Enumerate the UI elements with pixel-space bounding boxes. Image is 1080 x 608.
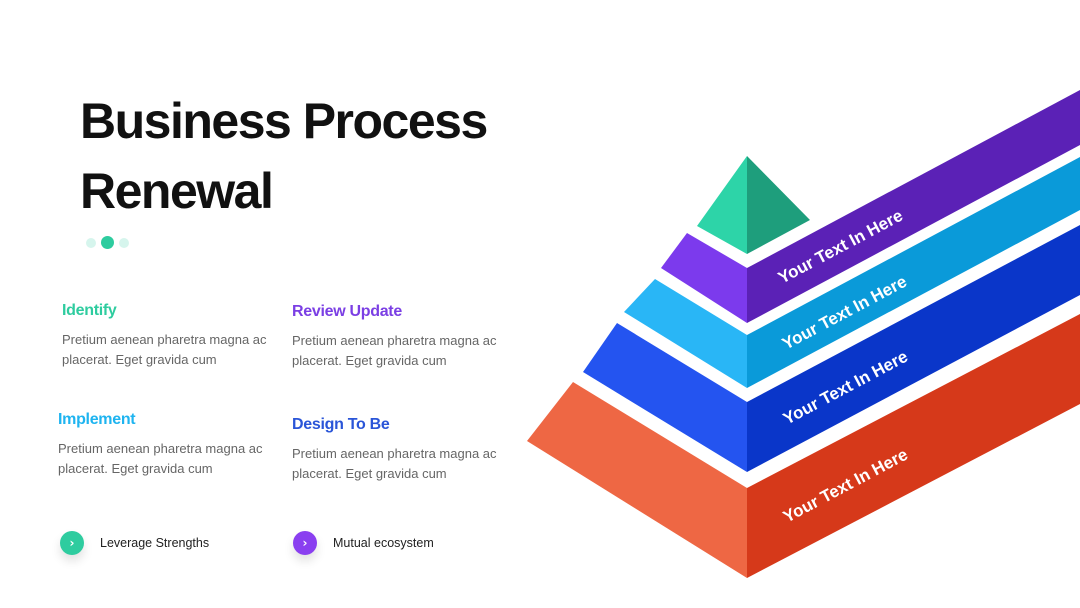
bullet-mutual-ecosystem: › Mutual ecosystem	[293, 531, 434, 555]
pyramid-cap-left	[697, 156, 747, 254]
pyramid-layer-4-front	[527, 382, 747, 578]
bullet-label: Leverage Strengths	[100, 536, 210, 550]
dot	[119, 237, 129, 248]
pagination-dots	[86, 236, 129, 249]
pyramid-cap-right	[747, 156, 810, 254]
item-design-to-be: Design To Be Pretium aenean pharetra mag…	[292, 416, 507, 484]
bullet-leverage-strengths: › Leverage Strengths	[60, 531, 209, 555]
item-title: Implement	[58, 411, 136, 428]
pyramid-layer-3-front	[583, 323, 747, 472]
pyramid-layer-2-side	[747, 157, 1080, 388]
item-text: Pretium aenean pharetra magna ac placera…	[292, 446, 497, 481]
title-line-2: Renewal	[80, 163, 274, 219]
item-review-update: Review Update Pretium aenean pharetra ma…	[292, 303, 507, 371]
pyramid-layer-3-side	[747, 225, 1080, 472]
dot-active	[101, 236, 114, 249]
item-text: Pretium aenean pharetra magna ac placera…	[62, 332, 267, 367]
item-title: Identify	[62, 302, 117, 319]
item-text: Pretium aenean pharetra magna ac placera…	[292, 333, 497, 368]
dot	[86, 237, 96, 248]
pyramid-layer-1-front	[661, 233, 747, 323]
pyramid-layer-4-side	[747, 314, 1080, 578]
title-line-1: Business Process	[80, 93, 488, 149]
item-identify: Identify Pretium aenean pharetra magna a…	[62, 302, 277, 370]
item-implement: Implement Pretium aenean pharetra magna …	[58, 411, 273, 479]
chevron-right-icon: ›	[293, 531, 317, 555]
item-text: Pretium aenean pharetra magna ac placera…	[58, 441, 263, 476]
slide-title: Business Process Renewal	[80, 86, 488, 226]
pyramid-layer-1-side	[747, 90, 1080, 323]
item-title: Design To Be	[292, 416, 390, 433]
chevron-right-icon: ›	[60, 531, 84, 555]
bullet-label: Mutual ecosystem	[333, 536, 434, 550]
item-title: Review Update	[292, 303, 402, 320]
pyramid-layer-2-front	[624, 279, 747, 388]
